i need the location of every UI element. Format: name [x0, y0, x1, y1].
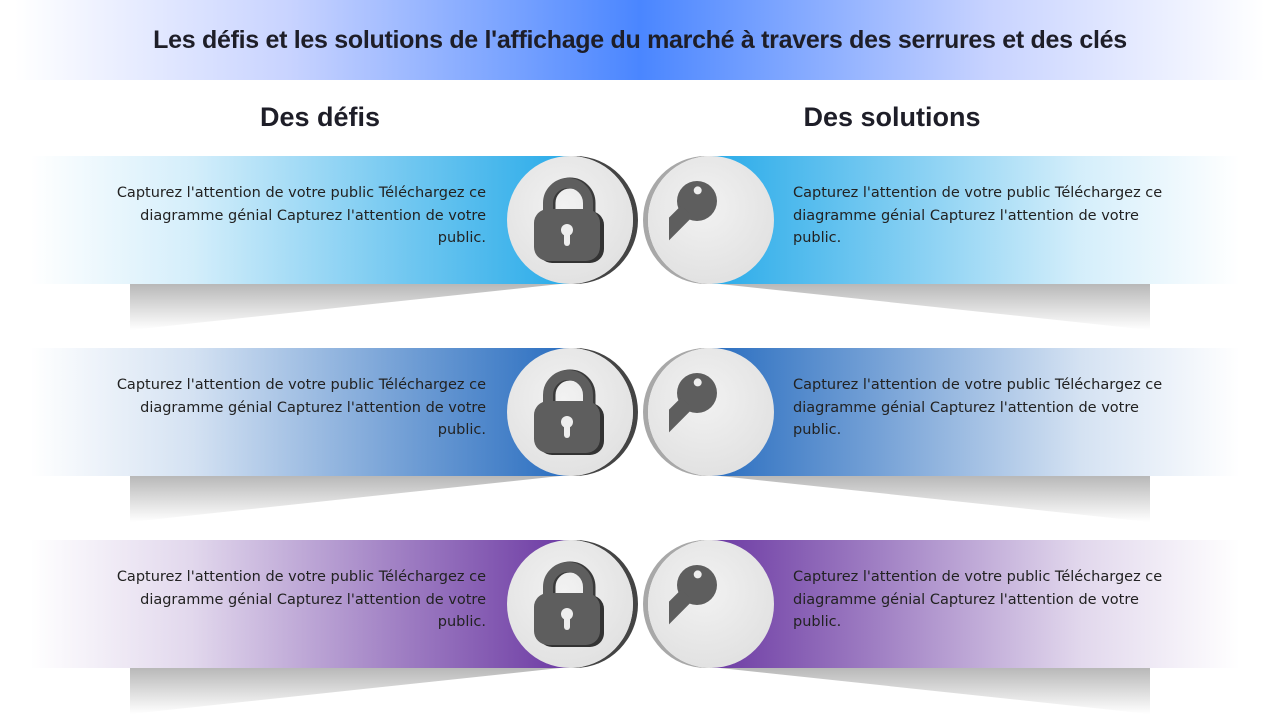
challenge-band — [30, 540, 570, 668]
solution-text: Capturez l'attention de votre public Tél… — [793, 569, 1163, 630]
solution-text: Capturez l'attention de votre public Tél… — [793, 185, 1163, 246]
challenge-band — [30, 156, 570, 284]
shadow — [720, 476, 1150, 522]
title-banner: Les défis et les solutions de l'affichag… — [15, 0, 1265, 80]
key-badge — [648, 348, 774, 476]
solution-band — [710, 540, 1240, 668]
key-icon — [669, 373, 717, 451]
lock-badge — [507, 156, 633, 284]
challenge-solution-row: Capturez l'attention de votre public Tél… — [0, 156, 1280, 336]
challenge-band — [30, 348, 570, 476]
shadow — [720, 668, 1150, 714]
solution-text: Capturez l'attention de votre public Tél… — [793, 377, 1163, 438]
lock-icon — [534, 369, 604, 455]
key-icon — [669, 565, 717, 643]
page-title: Les défis et les solutions de l'affichag… — [153, 25, 1127, 54]
lock-badge — [507, 540, 633, 668]
key-icon — [669, 181, 717, 259]
key-badge — [648, 540, 774, 668]
challenge-solution-row: Capturez l'attention de votre public Tél… — [0, 348, 1280, 528]
key-badge — [648, 156, 774, 284]
solution-band — [710, 156, 1240, 284]
shadow — [130, 284, 560, 330]
shadow — [720, 284, 1150, 330]
lock-icon — [534, 177, 604, 263]
shadow — [130, 668, 560, 714]
challenge-text: Capturez l'attention de votre public Tél… — [116, 569, 486, 630]
challenge-solution-row: Capturez l'attention de votre public Tél… — [0, 540, 1280, 720]
challenges-heading: Des défis — [259, 102, 381, 132]
solution-band — [710, 348, 1240, 476]
lock-icon — [534, 561, 604, 647]
lock-badge — [507, 348, 633, 476]
challenge-text: Capturez l'attention de votre public Tél… — [116, 185, 486, 246]
challenge-text: Capturez l'attention de votre public Tél… — [116, 377, 486, 438]
solutions-heading: Des solutions — [803, 102, 981, 132]
shadow — [130, 476, 560, 522]
